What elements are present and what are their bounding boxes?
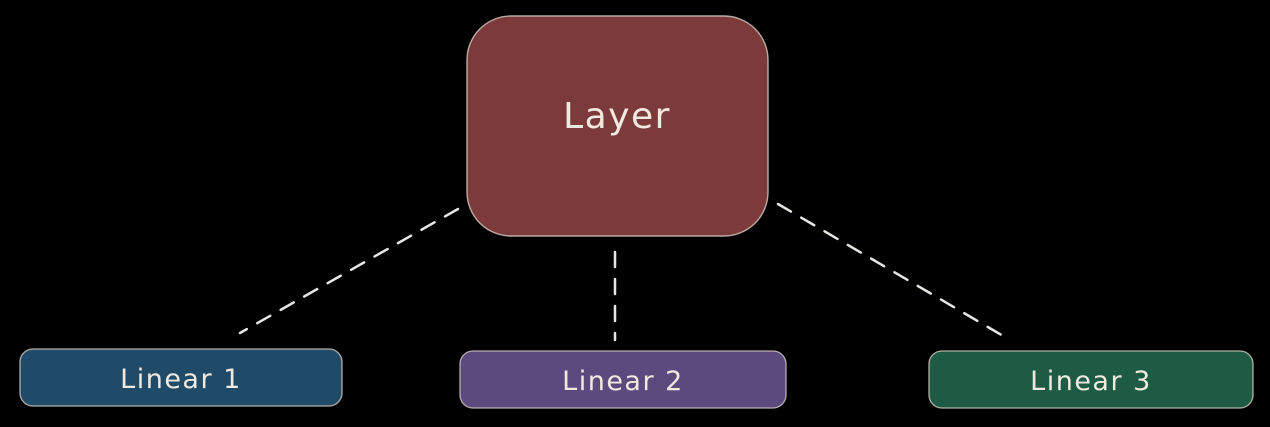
node-layer-outline bbox=[466, 15, 769, 237]
edge-layer-linear3 bbox=[776, 202, 1012, 342]
node-linear2-label: Linear 2 bbox=[562, 366, 684, 397]
node-linear1: Linear 1 bbox=[19, 348, 343, 407]
node-linear3-box bbox=[929, 351, 1253, 408]
node-linear3: Linear 3 bbox=[928, 350, 1254, 409]
node-linear1-outline bbox=[19, 348, 343, 407]
node-layer-box bbox=[467, 16, 768, 236]
node-linear2: Linear 2 bbox=[459, 350, 787, 409]
node-linear1-box bbox=[20, 349, 342, 406]
edge-layer-linear1 bbox=[238, 207, 460, 335]
node-layer: Layer bbox=[466, 15, 769, 237]
node-linear2-box bbox=[460, 351, 786, 408]
node-linear3-outline bbox=[928, 350, 1254, 409]
node-linear1-label: Linear 1 bbox=[120, 364, 242, 395]
node-layer-label: Layer bbox=[563, 96, 671, 137]
node-linear2-outline bbox=[459, 350, 787, 409]
node-linear3-label: Linear 3 bbox=[1030, 366, 1152, 397]
